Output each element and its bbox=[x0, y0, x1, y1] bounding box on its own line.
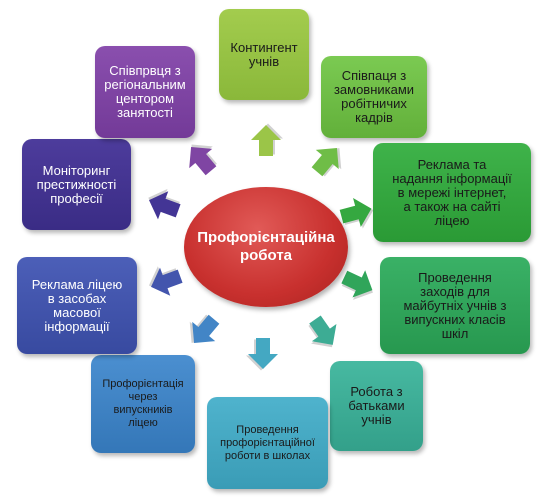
center-line: Профорієнтаційна bbox=[197, 229, 335, 246]
node-line: масової bbox=[53, 304, 101, 320]
arrow-4 bbox=[308, 315, 337, 348]
arrow-shape bbox=[311, 147, 339, 177]
node-parents-work: Робота з батьками учнів bbox=[330, 361, 423, 451]
node-school-guidance: Проведення профорієнтаційної роботи в шк… bbox=[207, 397, 328, 489]
node-line: Співпрвця з bbox=[109, 63, 181, 78]
node-line: центором bbox=[115, 91, 175, 106]
node-line: робітничих bbox=[341, 96, 407, 111]
node-line: кадрів bbox=[355, 110, 393, 125]
arrow-9 bbox=[189, 144, 217, 176]
arrow-8 bbox=[148, 188, 181, 220]
arrow-shape bbox=[192, 314, 220, 344]
node-graduates-guidance: Профорієнтація через випускників ліцею bbox=[91, 355, 195, 453]
node-line: роботи в школах bbox=[224, 449, 311, 462]
node-line: Реклама ліцею bbox=[31, 276, 123, 292]
node-line: випускників bbox=[113, 404, 173, 416]
node-line: а також на сайті bbox=[403, 198, 501, 214]
node-line: майбутніх учнів з bbox=[403, 297, 507, 313]
arrow-1 bbox=[311, 147, 342, 177]
arrow-shape bbox=[339, 197, 372, 227]
arrow-shape bbox=[151, 267, 183, 296]
node-line: регіональним bbox=[104, 77, 186, 92]
node-line: профорієнтаційної bbox=[220, 436, 315, 449]
node-line: Проведення bbox=[236, 423, 299, 436]
arrow-shape bbox=[149, 191, 181, 220]
node-line: занятості bbox=[117, 105, 173, 120]
node-line: престижності bbox=[36, 176, 117, 192]
node-line: учнів bbox=[361, 412, 392, 427]
node-employment-center: Співпрвця з регіональним центором занято… bbox=[95, 46, 195, 138]
center-line: робота bbox=[239, 247, 293, 264]
node-line: Робота з bbox=[350, 384, 403, 399]
node-line: Профорієнтація bbox=[102, 378, 184, 390]
arrow-shape bbox=[248, 338, 278, 369]
node-employer-cooperation: Співпаця з замовниками робітничих кадрів bbox=[321, 56, 427, 138]
node-line: надання інформації bbox=[392, 170, 512, 186]
node-future-students-events: Проведення заходів для майбутніх учнів з… bbox=[380, 257, 530, 354]
arrow-shape bbox=[341, 270, 373, 298]
arrow-2 bbox=[339, 197, 374, 229]
node-line: в засобах bbox=[47, 290, 107, 306]
arrow-7 bbox=[148, 266, 183, 296]
node-line: батьками bbox=[348, 398, 405, 413]
node-media-advertising: Реклама ліцею в засобах масової інформац… bbox=[17, 257, 137, 354]
node-line: Співпаця з bbox=[341, 68, 407, 83]
node-line: професії bbox=[50, 190, 103, 206]
arrow-3 bbox=[341, 270, 373, 300]
arrow-shape bbox=[251, 125, 281, 156]
arrow-shape bbox=[189, 146, 217, 176]
center-node: Профорієнтаційна робота bbox=[184, 187, 348, 307]
node-internet-advertising: Реклама та надання інформації в мережі і… bbox=[373, 143, 531, 242]
node-line: Контингент bbox=[230, 39, 298, 55]
node-line: шкіл bbox=[441, 325, 469, 341]
node-line: замовниками bbox=[333, 82, 415, 97]
node-line: Моніторинг bbox=[42, 162, 111, 178]
node-line: інформації bbox=[44, 318, 110, 334]
arrow-5 bbox=[246, 338, 278, 371]
node-line: учнів bbox=[248, 53, 280, 69]
node-line: Проведення bbox=[418, 269, 492, 285]
node-line: Реклама та bbox=[417, 156, 487, 172]
arrow-0 bbox=[251, 123, 283, 156]
node-line: через bbox=[128, 391, 158, 403]
arrow-shape bbox=[309, 315, 337, 345]
node-line: в мережі інтернет, bbox=[397, 184, 507, 200]
node-prestige-monitoring: Моніторинг престижності професії bbox=[22, 139, 131, 230]
node-line: ліцею bbox=[128, 417, 158, 429]
arrow-6 bbox=[189, 314, 220, 344]
node-student-contingent: Контингент учнів bbox=[219, 9, 309, 100]
node-line: заходів для bbox=[420, 283, 490, 299]
node-line: випускних класів bbox=[404, 311, 506, 327]
node-line: ліцею bbox=[434, 212, 470, 228]
